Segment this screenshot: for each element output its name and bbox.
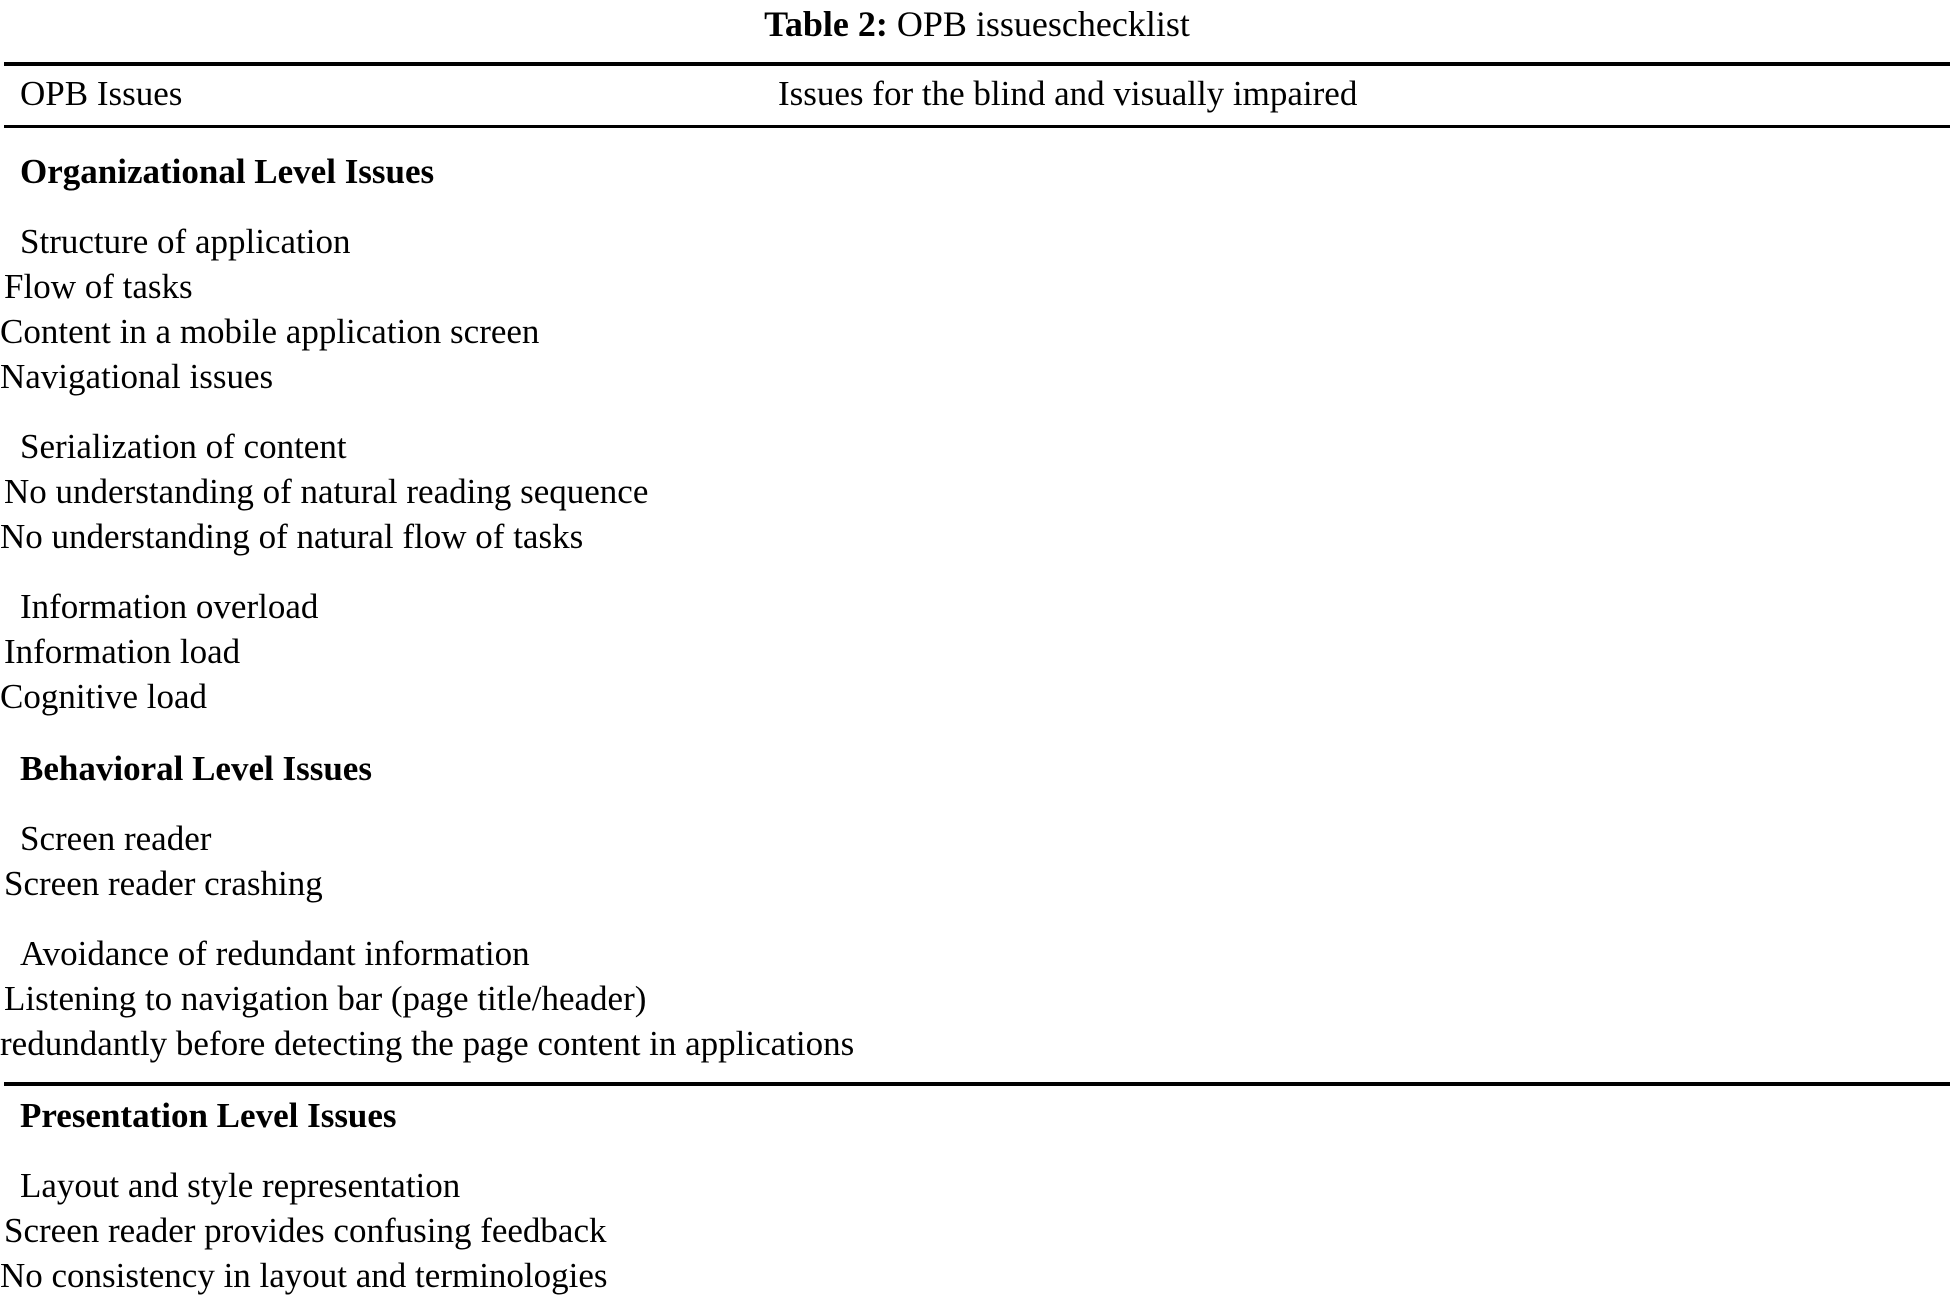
- list-item: Cognitive load: [0, 677, 208, 716]
- caption-label: Table 2:: [764, 4, 888, 44]
- row-issue-label: Avoidance of redundant information: [20, 934, 530, 973]
- list-item: No understanding of natural reading sequ…: [4, 472, 649, 511]
- table-top-rule: [4, 62, 1950, 66]
- list-item: No consistency in layout and terminologi…: [0, 1256, 608, 1295]
- row-detail-list: Screen reader crashing: [0, 861, 1954, 906]
- table-row: Structure of application Flow of tasks C…: [0, 219, 1954, 399]
- row-detail-list: No understanding of natural reading sequ…: [0, 469, 1954, 559]
- row-issue-label: Screen reader: [20, 819, 212, 858]
- list-item: Flow of tasks: [4, 267, 193, 306]
- list-item: Screen reader provides confusing feedbac…: [4, 1211, 607, 1250]
- row-issue-label: Serialization of content: [20, 427, 347, 466]
- column-header-opb-issues: OPB Issues: [20, 74, 183, 113]
- list-item: Content in a mobile application screen: [0, 312, 540, 351]
- list-item: Listening to navigation bar (page title/…: [4, 979, 647, 1018]
- table-row: Serialization of content No understandin…: [0, 424, 1954, 559]
- section-heading-presentation: Presentation Level Issues: [20, 1096, 397, 1135]
- column-header-blind-visually-impaired: Issues for the blind and visually impair…: [778, 74, 1358, 113]
- row-detail-list: Listening to navigation bar (page title/…: [0, 976, 1954, 1066]
- list-item: No understanding of natural flow of task…: [0, 517, 584, 556]
- list-item: Information load: [4, 632, 241, 671]
- section-heading-organizational: Organizational Level Issues: [20, 152, 435, 191]
- row-issue-label: Information overload: [20, 587, 319, 626]
- row-issue-label: Structure of application: [20, 222, 351, 261]
- row-detail-list: Screen reader provides confusing feedbac…: [0, 1208, 1954, 1298]
- row-detail-list: Flow of tasks Content in a mobile applic…: [0, 264, 1954, 399]
- row-issue-label: Layout and style representation: [20, 1166, 461, 1205]
- table-row: Screen reader Screen reader crashing: [0, 816, 1954, 906]
- table-body: Organizational Level Issues Structure of…: [0, 128, 1954, 1298]
- table-header-rule: [4, 125, 1950, 128]
- caption-text: OPB issueschecklist: [896, 4, 1190, 44]
- list-item: Navigational issues: [0, 357, 274, 396]
- list-item: redundantly before detecting the page co…: [0, 1024, 855, 1063]
- table-row: Avoidance of redundant information Liste…: [0, 931, 1954, 1066]
- table-header-row: OPB Issues Issues for the blind and visu…: [0, 68, 1954, 120]
- section-heading-behavioral: Behavioral Level Issues: [20, 749, 372, 788]
- row-detail-list: Information load Cognitive load: [0, 629, 1954, 719]
- table-bottom-rule: [4, 1082, 1950, 1086]
- list-item: Screen reader crashing: [4, 864, 323, 903]
- table-row: Information overload Information load Co…: [0, 584, 1954, 719]
- table-row: Layout and style representation Screen r…: [0, 1163, 1954, 1298]
- table-caption: Table 2: OPB issueschecklist: [0, 0, 1954, 48]
